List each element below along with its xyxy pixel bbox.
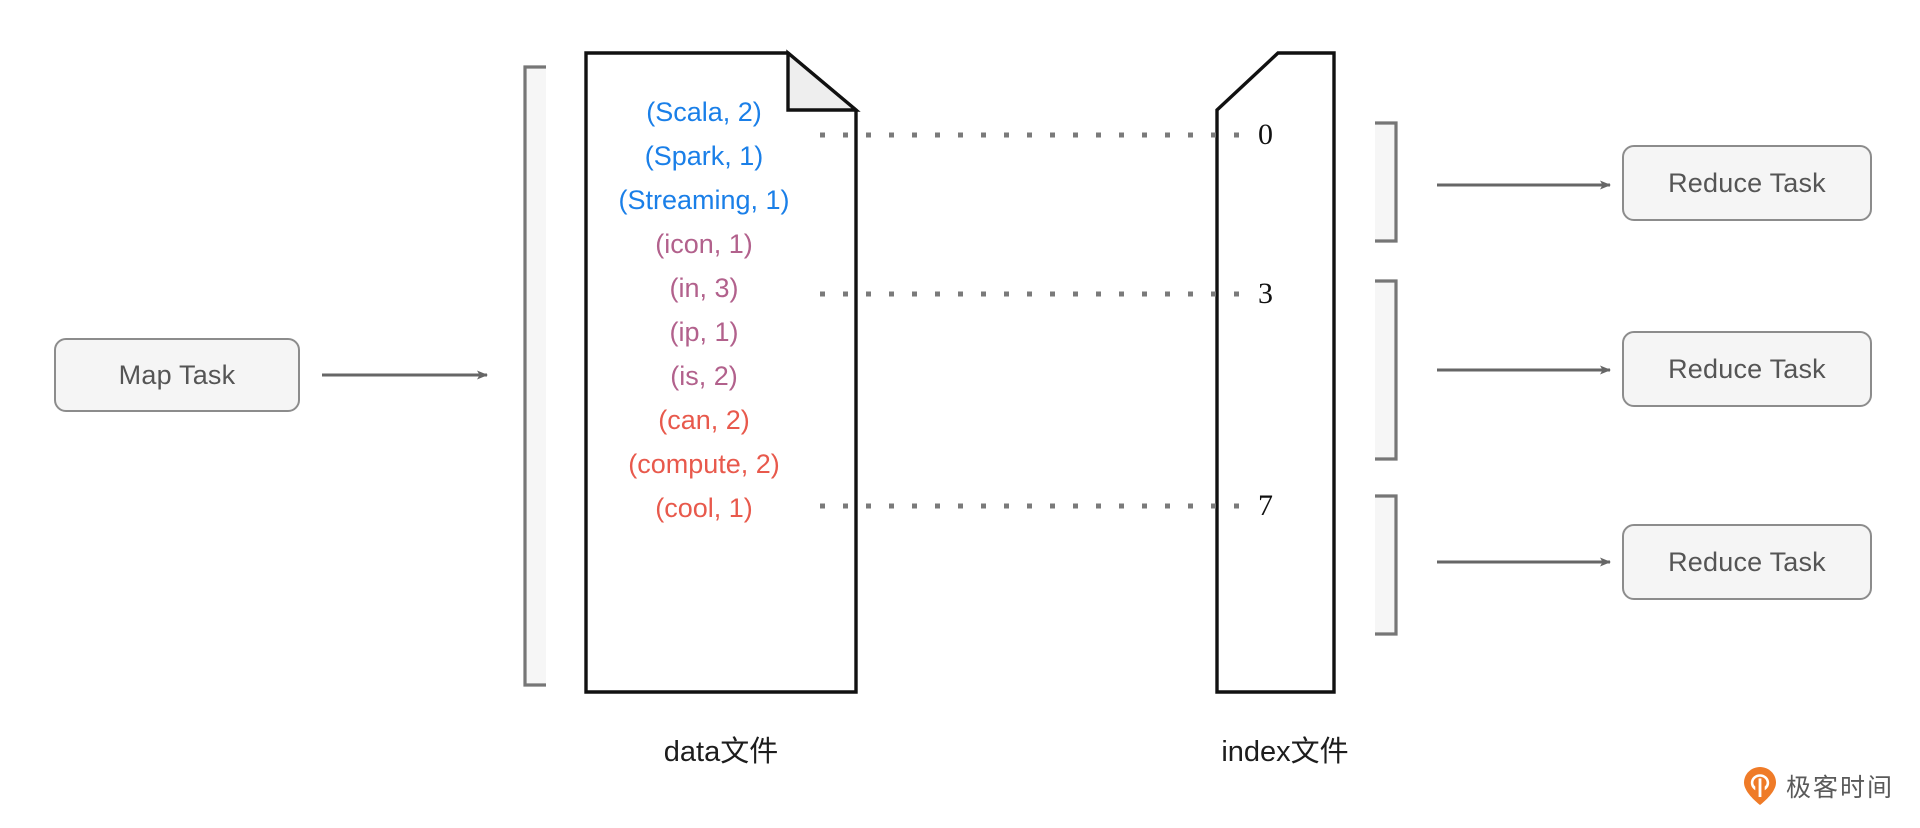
reduce-task-box-1[interactable]: Reduce Task	[1622, 145, 1872, 221]
partition-bracket-1	[1375, 121, 1398, 243]
partition-bracket-3	[1375, 494, 1398, 636]
reduce-task-box-3[interactable]: Reduce Task	[1622, 524, 1872, 600]
data-file-records: (Scala, 2) (Spark, 1) (Streaming, 1) (icon,…	[584, 90, 824, 530]
map-task-box[interactable]: Map Task	[54, 338, 300, 412]
reduce-task-box-2[interactable]: Reduce Task	[1622, 331, 1872, 407]
map-task-label: Map Task	[118, 359, 236, 390]
index-file-caption: index文件	[1221, 736, 1349, 768]
data-record-3: (icon, 1)	[655, 229, 753, 259]
reduce-task-label-1: Reduce Task	[1668, 167, 1826, 198]
data-record-7: (can, 2)	[658, 405, 750, 435]
data-record-5: (ip, 1)	[669, 317, 739, 347]
index-offset-3: 3	[1258, 277, 1273, 310]
watermark: 极客时间	[1743, 766, 1894, 806]
data-record-1: (Spark, 1)	[644, 141, 764, 171]
index-offset-7: 7	[1258, 489, 1273, 522]
data-record-2: (Streaming, 1)	[618, 185, 790, 215]
data-record-9: (cool, 1)	[655, 493, 753, 523]
data-record-8: (compute, 2)	[628, 449, 780, 479]
index-offset-0: 0	[1258, 118, 1273, 151]
reduce-task-label-2: Reduce Task	[1668, 353, 1826, 384]
geektime-pin-logo-icon	[1743, 767, 1776, 805]
partition-bracket-2	[1375, 279, 1398, 461]
watermark-text: 极客时间	[1785, 774, 1894, 802]
reduce-task-label-3: Reduce Task	[1668, 546, 1826, 577]
data-file-shape	[584, 49, 861, 694]
data-file-left-bracket	[523, 65, 546, 687]
data-record-0: (Scala, 2)	[646, 97, 762, 127]
data-file-caption: data文件	[663, 736, 779, 768]
data-record-4: (in, 3)	[669, 273, 739, 303]
index-file-shape	[1215, 51, 1336, 694]
data-record-6: (is, 2)	[670, 361, 738, 391]
